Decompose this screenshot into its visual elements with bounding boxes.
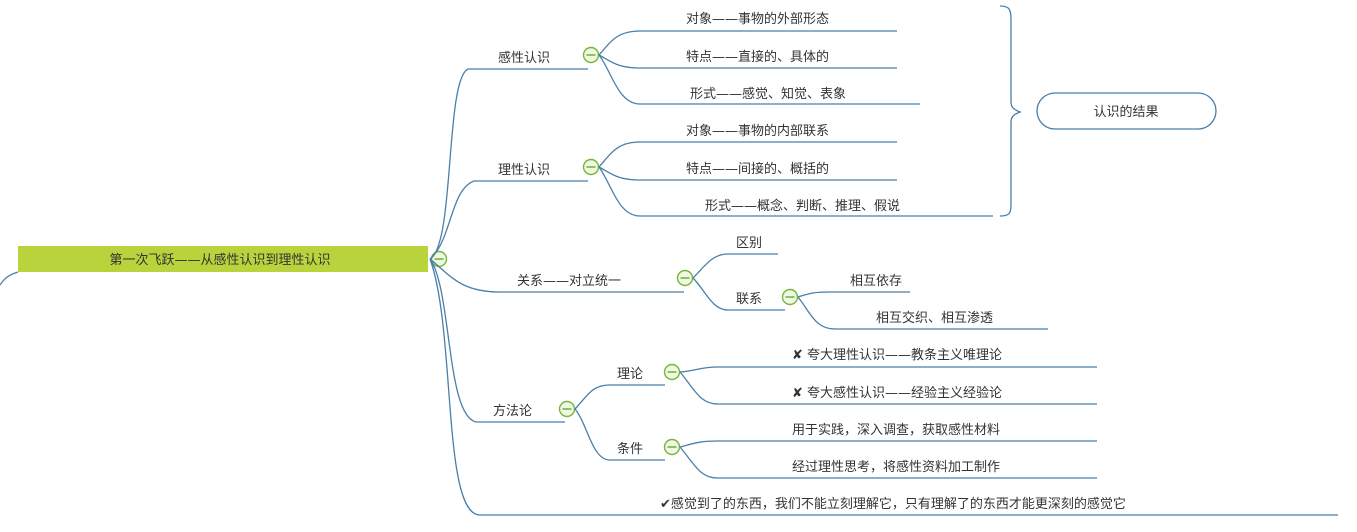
relation-collapse-icon[interactable]	[676, 269, 694, 287]
rational-item-feature: 特点——间接的、概括的	[686, 161, 829, 177]
edge-rational	[429, 180, 588, 260]
rational-collapse-icon[interactable]	[582, 158, 600, 176]
edge-conditions-thinking	[679, 446, 1097, 479]
edge-method-theory	[574, 384, 665, 410]
edge-quote	[429, 258, 1338, 516]
perceptual-item-feature: 特点——直接的、具体的	[686, 49, 829, 65]
perceptual-item-form: 形式——感觉、知觉、表象	[690, 86, 846, 102]
theory-item-empiricism: ✘ 夸大感性认识——经验主义经验论	[792, 385, 1002, 401]
wrong-icon: ✘	[792, 386, 803, 401]
edge-rational-feature	[598, 166, 897, 181]
rational-item-object: 对象——事物的内部联系	[686, 123, 829, 139]
edge-method	[429, 258, 565, 423]
edge-perceptual-object	[598, 30, 897, 56]
link-item-interpenetration: 相互交织、相互渗透	[876, 310, 993, 326]
perceptual-label: 感性认识	[498, 50, 550, 66]
theory-collapse-icon[interactable]	[663, 363, 681, 381]
link-collapse-icon[interactable]	[781, 288, 799, 306]
check-icon: ✔	[660, 497, 671, 512]
edge-perceptual-feature	[598, 54, 897, 69]
conditions-item-practice: 用于实践，深入调查，获取感性材料	[792, 422, 1000, 438]
wrong-icon: ✘	[792, 348, 803, 363]
theory-label: 理论	[617, 367, 643, 382]
edge-conditions-practice	[679, 440, 1097, 448]
edge-theory-dogmatism	[679, 366, 1097, 373]
summary-brace	[999, 5, 1022, 217]
root-left-edge	[0, 271, 19, 286]
edge-perceptual-form	[598, 54, 920, 105]
edge-perceptual	[429, 68, 588, 260]
relation-label: 关系——对立统一	[517, 274, 621, 289]
edge-link-interpenetration	[797, 296, 1048, 330]
quote-text: ✔感觉到了的东西，我们不能立刻理解它，只有理解了的东西才能更深刻的感觉它	[660, 496, 1126, 512]
edge-relation-link	[692, 277, 785, 311]
theory-item-dogmatism: ✘ 夸大理性认识——教条主义唯理论	[792, 347, 1002, 363]
edge-rational-form	[598, 166, 993, 217]
conditions-label: 条件	[617, 441, 643, 457]
method-label: 方法论	[493, 403, 532, 419]
link-item-dependence: 相互依存	[850, 274, 902, 289]
relation-link-label: 联系	[736, 292, 762, 307]
edge-rational-object	[598, 141, 897, 168]
perceptual-item-object: 对象——事物的外部形态	[686, 11, 829, 27]
edge-relation	[429, 258, 684, 293]
method-collapse-icon[interactable]	[558, 400, 576, 418]
edge-link-dependence	[797, 291, 910, 298]
summary-node[interactable]	[1036, 92, 1217, 130]
edge-method-conditions	[574, 408, 665, 461]
root-node[interactable]	[18, 246, 428, 272]
rational-item-form: 形式——概念、判断、推理、假说	[705, 198, 900, 214]
perceptual-collapse-icon[interactable]	[582, 46, 600, 64]
summary-label: 认识的结果	[1093, 104, 1158, 120]
edge-relation-difference	[692, 253, 778, 279]
rational-label: 理性认识	[498, 163, 550, 178]
root-label: 第一次飞跃——从感性认识到理性认识	[109, 252, 330, 268]
conditions-item-thinking: 经过理性思考，将感性资料加工制作	[792, 459, 1000, 475]
edge-theory-empiricism	[679, 371, 1097, 405]
relation-difference: 区别	[736, 236, 762, 251]
conditions-collapse-icon[interactable]	[663, 438, 681, 456]
